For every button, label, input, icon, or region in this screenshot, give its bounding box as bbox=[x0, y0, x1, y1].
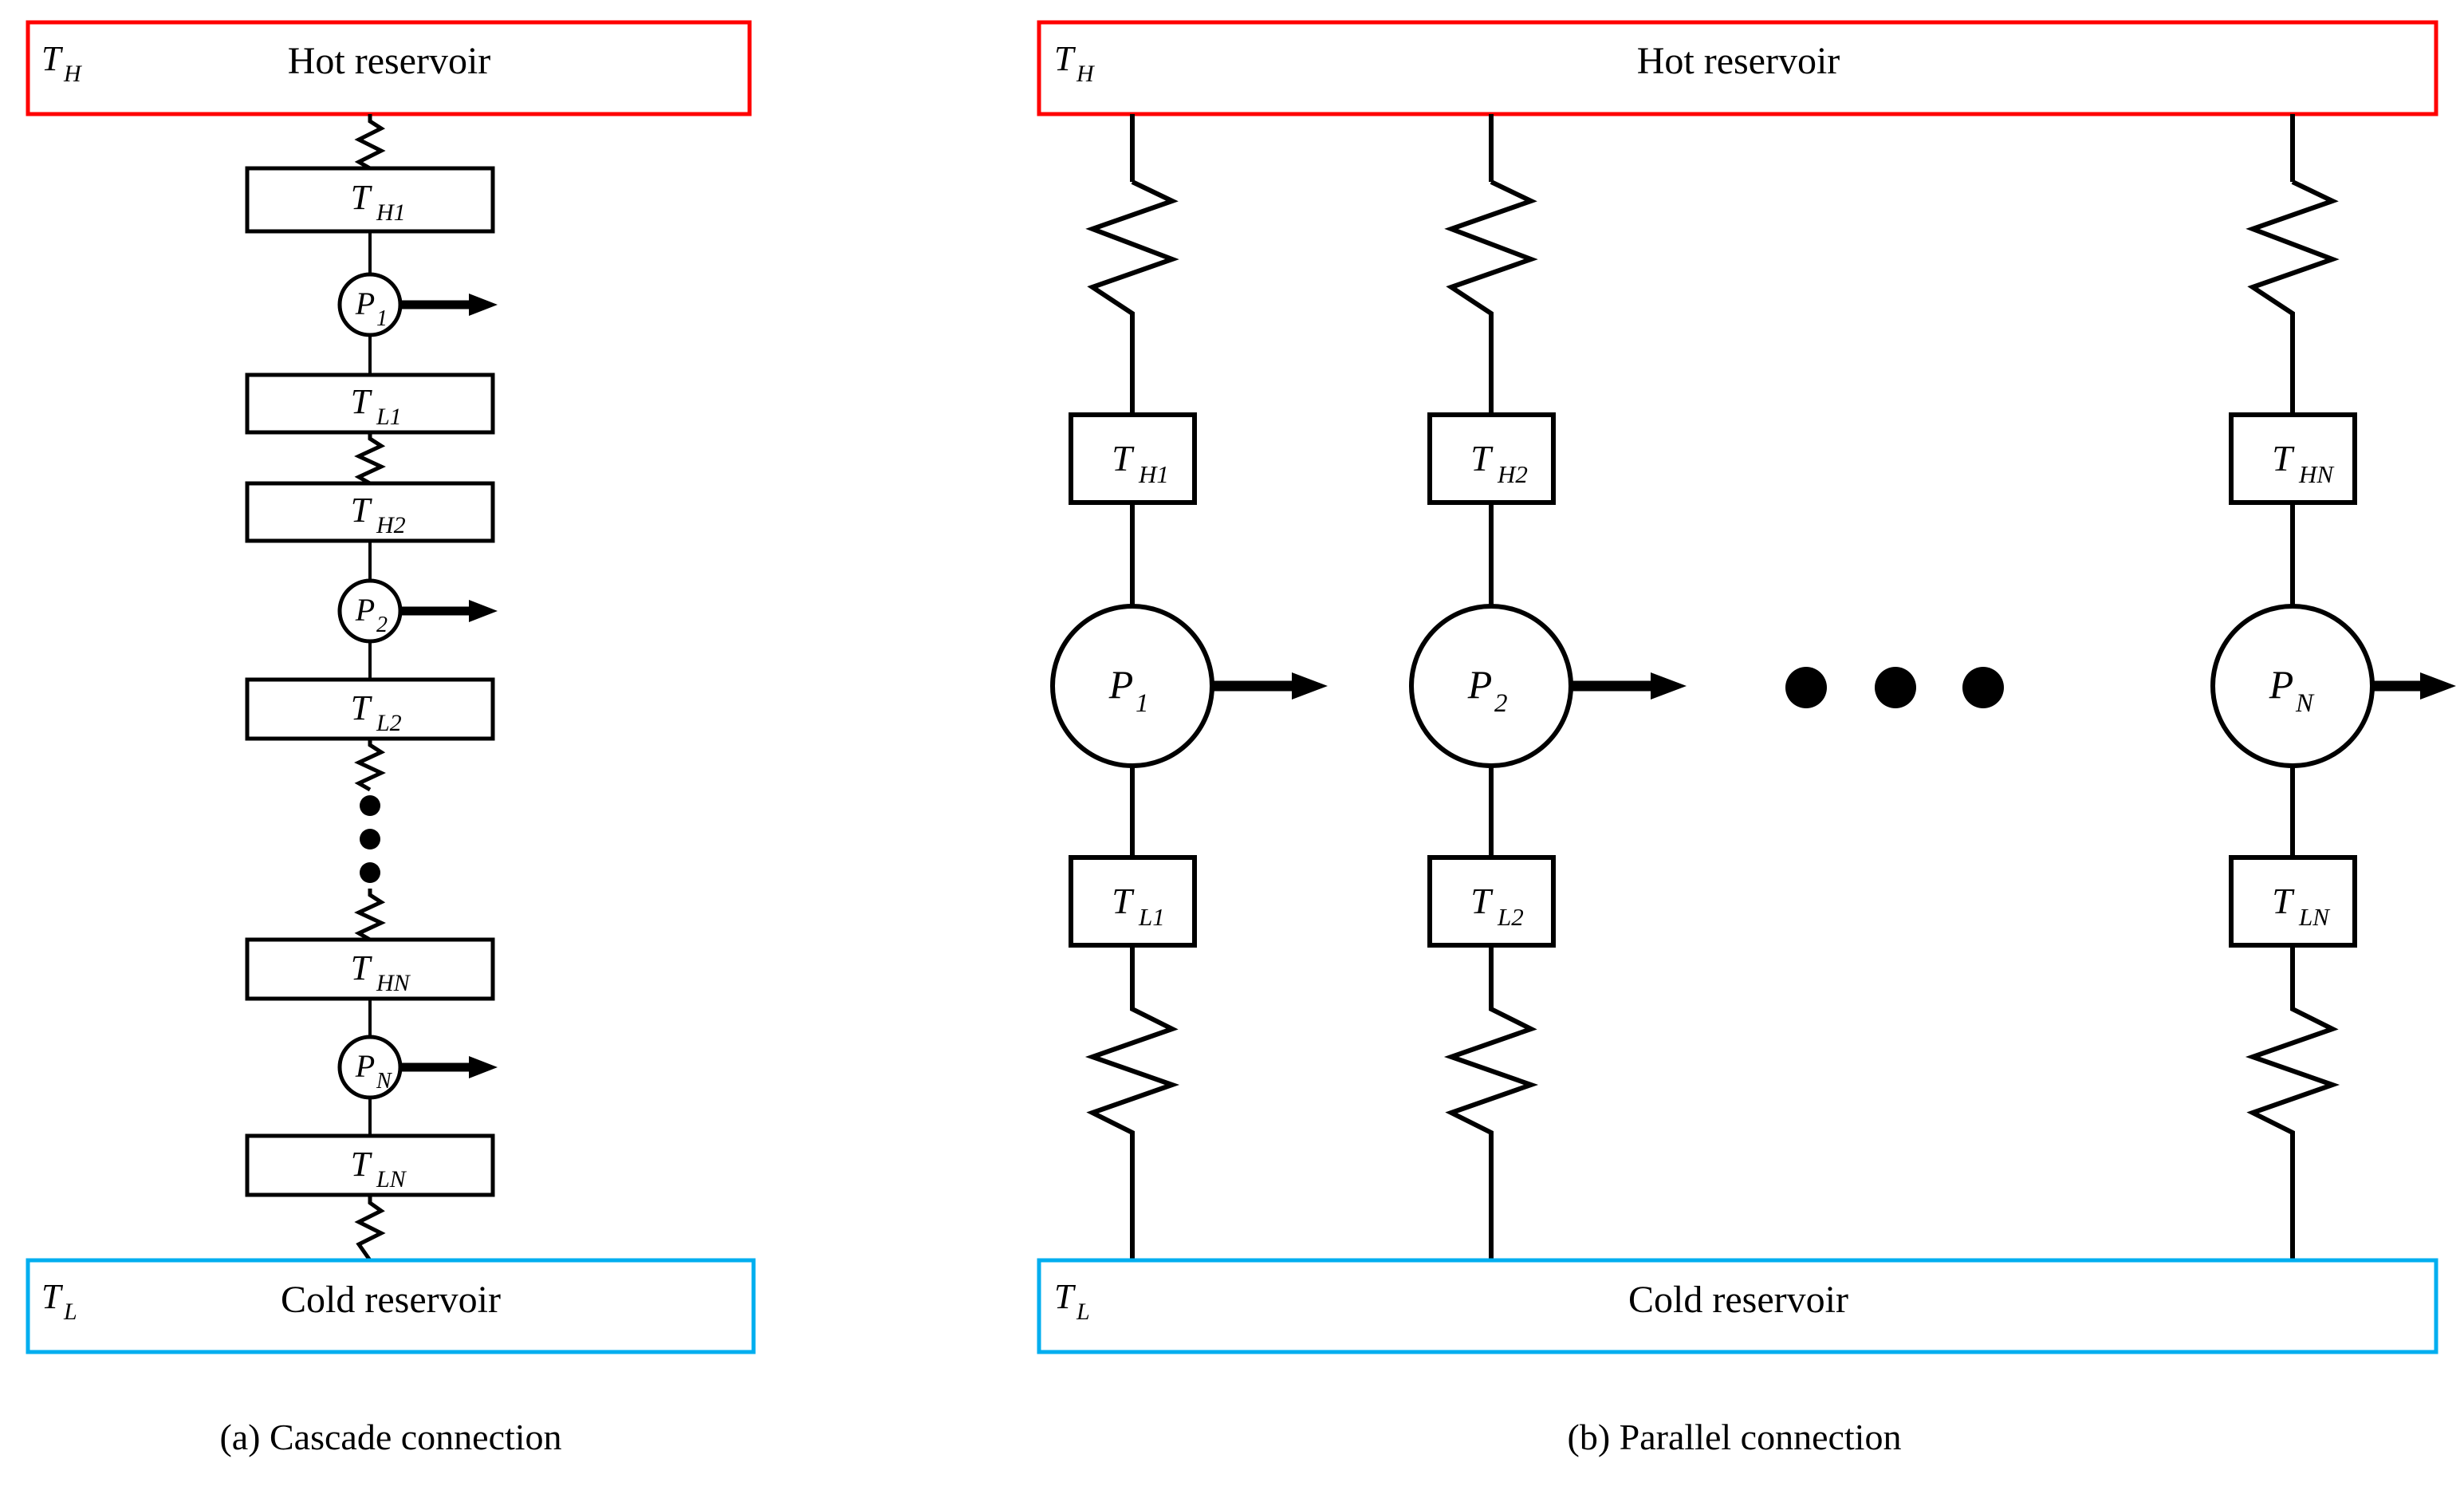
panel-a-engine-P1-subscript: 1 bbox=[376, 306, 388, 331]
panel-b-power-arrow-1 bbox=[1212, 672, 1328, 700]
panel-a-node-TH2-symbol: T bbox=[351, 491, 373, 530]
zigzag-b1-bottom bbox=[1084, 945, 1180, 1260]
panel-a-cold-reservoir-subscript: L bbox=[63, 1299, 77, 1325]
panel-a-node-TH1-subscript: H1 bbox=[376, 199, 406, 226]
panel-b-engine-P1-subscript: 1 bbox=[1136, 689, 1149, 718]
panel-a-cold-reservoir-label: Cold reservoir bbox=[281, 1279, 501, 1321]
panel-b-node-TL2-box bbox=[1427, 855, 1556, 948]
zigzag-a-0 bbox=[354, 114, 386, 171]
panel-b-cold-reservoir: T L Cold reservoir bbox=[1037, 1258, 2438, 1354]
panel-a-hot-reservoir-subscript: H bbox=[63, 61, 83, 87]
zigzag-bn-top bbox=[2246, 179, 2340, 415]
zigzag-a-3 bbox=[354, 889, 386, 942]
panel-a-cold-reservoir-box bbox=[26, 1258, 756, 1354]
panel-b-node-TL2-subscript: L2 bbox=[1497, 903, 1524, 931]
panel-b-branch-2: T H2 P 2 T L2 bbox=[1409, 114, 1687, 1260]
panel-a-hot-reservoir: T H Hot reservoir bbox=[26, 20, 752, 116]
panel-b-hot-reservoir-symbol: T bbox=[1054, 39, 1077, 78]
panel-a-stage-n: T HN P N T LN bbox=[245, 937, 498, 1197]
panel-b-node-TH1-box bbox=[1069, 412, 1197, 505]
zigzag-a-2 bbox=[354, 739, 386, 792]
panel-b-cold-reservoir-label: Cold reservoir bbox=[1628, 1279, 1848, 1321]
panel-a-node-TH2-subscript: H2 bbox=[376, 512, 406, 538]
zigzag-b2-top bbox=[1444, 179, 1538, 415]
panel-b-node-TH1-symbol: T bbox=[1112, 438, 1135, 479]
panel-a-power-arrow-2 bbox=[400, 600, 498, 622]
panel-b-node-THN-symbol: T bbox=[2272, 438, 2295, 479]
panel-a-node-TLN-subscript: LN bbox=[376, 1166, 407, 1192]
panel-a-node-THN-box bbox=[245, 937, 495, 1001]
panel-a-node-TL2-symbol: T bbox=[351, 688, 373, 727]
panel-b-power-arrow-2 bbox=[1571, 672, 1687, 700]
panel-a-hot-reservoir-symbol: T bbox=[41, 39, 64, 78]
panel-b-engine-P2-symbol: P bbox=[1467, 662, 1493, 707]
panel-b-node-TH2-subscript: H2 bbox=[1497, 460, 1528, 488]
panel-a-engine-P1-symbol: P bbox=[355, 286, 375, 321]
panel-a-node-THN-subscript: HN bbox=[376, 970, 411, 996]
panel-b-hot-reservoir-subscript: H bbox=[1076, 61, 1096, 87]
panel-a-ellipsis-dots-icon bbox=[360, 795, 380, 883]
panel-a-node-TLN-symbol: T bbox=[351, 1145, 373, 1184]
panel-b-node-TLN-symbol: T bbox=[2272, 881, 2295, 921]
panel-b-node-TL2-symbol: T bbox=[1470, 881, 1494, 921]
panel-a-hot-reservoir-label: Hot reservoir bbox=[288, 40, 491, 82]
panel-b-parallel: T H Hot reservoir T H1 P 1 T L1 bbox=[1037, 20, 2456, 1457]
panel-b-node-TH1-subscript: H1 bbox=[1138, 460, 1169, 488]
panel-b-caption: (b) Parallel connection bbox=[1568, 1417, 1902, 1457]
panel-b-power-arrow-n bbox=[2372, 672, 2456, 700]
panel-b-node-THN-subscript: HN bbox=[2298, 460, 2335, 488]
panel-b-hot-reservoir-label: Hot reservoir bbox=[1637, 40, 1840, 82]
zigzag-b2-bottom bbox=[1443, 945, 1539, 1260]
panel-b-node-THN-box bbox=[2229, 412, 2357, 505]
panel-a-engine-P2-subscript: 2 bbox=[376, 613, 388, 637]
panel-b-hot-reservoir-box bbox=[1037, 20, 2438, 116]
panel-b-ellipsis-dots-icon bbox=[1785, 667, 2004, 708]
panel-a-cascade: T H Hot reservoir T H1 P 1 T L1 bbox=[26, 20, 756, 1457]
panel-b-node-TL1-subscript: L1 bbox=[1138, 903, 1165, 931]
panel-a-stage-1: T H1 P 1 T L1 bbox=[245, 166, 498, 435]
panel-a-node-TL1-subscript: L1 bbox=[376, 404, 402, 430]
panel-b-node-TH2-box bbox=[1427, 412, 1556, 505]
zigzag-a-4 bbox=[354, 1195, 386, 1262]
panel-b-engine-P1-symbol: P bbox=[1108, 662, 1134, 707]
panel-b-node-TLN-box bbox=[2229, 855, 2357, 948]
panel-b-hot-reservoir: T H Hot reservoir bbox=[1037, 20, 2438, 116]
panel-b-branch-1: T H1 P 1 T L1 bbox=[1050, 114, 1328, 1260]
panel-b-node-TL1-box bbox=[1069, 855, 1197, 948]
panel-b-engine-PN-subscript: N bbox=[2295, 689, 2315, 718]
panel-b-cold-reservoir-symbol: T bbox=[1054, 1277, 1077, 1316]
zigzag-bn-bottom bbox=[2245, 945, 2340, 1260]
panel-b-cold-reservoir-box bbox=[1037, 1258, 2438, 1354]
panel-a-node-THN-symbol: T bbox=[351, 948, 373, 987]
panel-a-node-TL1-box bbox=[245, 372, 495, 435]
panel-a-node-TLN-box bbox=[245, 1133, 495, 1197]
panel-a-cold-reservoir: T L Cold reservoir bbox=[26, 1258, 756, 1354]
panel-b-node-TL1-symbol: T bbox=[1112, 881, 1135, 921]
panel-a-node-TL1-symbol: T bbox=[351, 382, 373, 421]
panel-b-node-TH2-symbol: T bbox=[1470, 438, 1494, 479]
panel-a-engine-PN-symbol: P bbox=[355, 1048, 375, 1084]
zigzag-b1-top bbox=[1085, 179, 1179, 415]
panel-b-engine-P2-subscript: 2 bbox=[1494, 689, 1508, 718]
zigzag-a-1 bbox=[354, 432, 386, 486]
panel-a-engine-P2-symbol: P bbox=[355, 592, 375, 628]
panel-a-hot-reservoir-box bbox=[26, 20, 752, 116]
panel-b-node-TLN-subscript: LN bbox=[2298, 903, 2331, 931]
panel-a-caption: (a) Cascade connection bbox=[219, 1417, 561, 1457]
panel-a-power-arrow-1 bbox=[400, 294, 498, 316]
panel-a-node-TL2-subscript: L2 bbox=[376, 710, 402, 736]
panel-a-cold-reservoir-symbol: T bbox=[41, 1277, 64, 1316]
panel-a-node-TH1-symbol: T bbox=[351, 178, 373, 217]
panel-b-branch-n: T HN P N T LN bbox=[2210, 114, 2456, 1260]
panel-a-power-arrow-n bbox=[400, 1056, 498, 1078]
panel-b-engine-PN-symbol: P bbox=[2269, 662, 2294, 707]
panel-a-engine-PN-subscript: N bbox=[376, 1069, 392, 1094]
panel-b-cold-reservoir-subscript: L bbox=[1076, 1299, 1090, 1325]
panel-a-node-TH2-box bbox=[245, 481, 495, 543]
